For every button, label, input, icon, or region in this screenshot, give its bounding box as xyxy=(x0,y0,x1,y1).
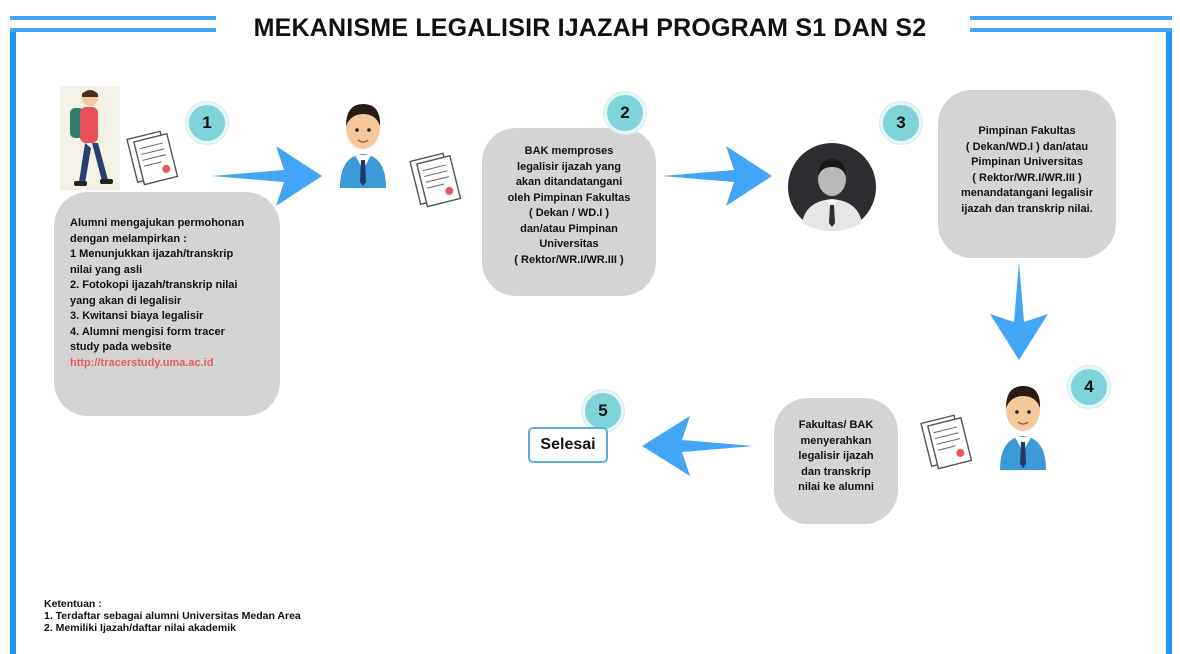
ketentuan-heading: Ketentuan : xyxy=(44,598,102,610)
student-icon xyxy=(60,86,120,190)
header-bar-right-2 xyxy=(970,28,1172,32)
step-2-badge: 2 xyxy=(604,92,646,134)
step-3-line: ( Dekan/WD.I ) dan/atau xyxy=(965,140,1089,153)
step-2-line: legalisir ijazah yang xyxy=(517,160,621,173)
step-1-line: nilai yang asli xyxy=(70,263,143,276)
step-3-badge: 3 xyxy=(880,102,922,144)
step-1-line: dengan melampirkan : xyxy=(70,232,187,245)
step-3-line: ijazah dan transkrip nilai. xyxy=(961,202,1093,215)
step-1-line: 1 Menunjukkan ijazah/transkrip xyxy=(70,248,234,260)
frame-right-border xyxy=(1166,28,1172,654)
ketentuan-block: Ketentuan : 1. Terdaftar sebagai alumni … xyxy=(44,598,301,634)
step-2-line: ( Rektor/WR.I/WR.III ) xyxy=(514,253,624,266)
step-3-line: ( Rektor/WR.I/WR.III ) xyxy=(972,171,1082,184)
step-2-line: dan/atau Pimpinan xyxy=(520,222,618,235)
step-4-line: Fakultas/ BAK xyxy=(798,419,874,431)
header-bar-left-2 xyxy=(10,28,216,32)
step-4-line: dan transkrip xyxy=(801,465,871,478)
selesai-box: Selesai xyxy=(528,427,608,463)
step-1-line: study pada website xyxy=(70,341,172,353)
step-2-line: Universitas xyxy=(539,238,599,250)
frame-left-border xyxy=(10,28,16,654)
leader-icon xyxy=(788,143,876,231)
document-icon xyxy=(126,130,179,186)
step-1-line: 2. Fotokopi ijazah/transkrip nilai xyxy=(70,279,238,291)
header-bar-right-1 xyxy=(970,16,1172,20)
document-icon xyxy=(920,414,973,470)
arrow-down xyxy=(990,262,1048,360)
step-3-line: Pimpinan Universitas xyxy=(971,156,1083,168)
step-4-line: nilai ke alumni xyxy=(798,481,874,493)
step-1-line: 3. Kwitansi biaya legalisir xyxy=(70,310,204,322)
step-3-line: Pimpinan Fakultas xyxy=(978,125,1076,137)
step-2-line: oleh Pimpinan Fakultas xyxy=(507,191,631,204)
step-2-line: ( Dekan / WD.I ) xyxy=(528,207,610,219)
step-3-bubble: Pimpinan Fakultas ( Dekan/WD.I ) dan/ata… xyxy=(938,90,1116,258)
step-1-text: Alumni mengajukan permohonan dengan mela… xyxy=(70,216,280,371)
ketentuan-item: 1. Terdaftar sebagai alumni Universitas … xyxy=(44,610,301,622)
arrow-left xyxy=(642,416,754,476)
step-5-badge: 5 xyxy=(582,390,624,432)
step-4-bubble: Fakultas/ BAK menyerahkan legalisir ijaz… xyxy=(774,398,898,524)
tracer-study-link[interactable]: http://tracerstudy.uma.ac.id xyxy=(70,356,214,369)
step-1-badge: 1 xyxy=(186,102,228,144)
ketentuan-item: 2. Memiliki Ijazah/daftar nilai akademik xyxy=(44,622,236,634)
step-4-badge: 4 xyxy=(1068,366,1110,408)
step-4-line: menyerahkan xyxy=(800,434,872,447)
document-icon xyxy=(409,152,462,208)
step-4-line: legalisir ijazah xyxy=(798,450,874,462)
arrow-right-1 xyxy=(212,146,322,206)
page-title: MEKANISME LEGALISIR IJAZAH PROGRAM S1 DA… xyxy=(253,14,927,42)
staff-icon xyxy=(1000,386,1046,470)
step-1-line: Alumni mengajukan permohonan xyxy=(70,217,245,229)
step-2-line: akan ditandatangani xyxy=(515,176,623,188)
header-bar-left-1 xyxy=(10,16,216,20)
step-1-bubble: Alumni mengajukan permohonan dengan mela… xyxy=(54,192,280,416)
arrow-right-2 xyxy=(662,146,772,206)
step-3-line: menandatangani legalisir xyxy=(960,187,1094,199)
step-1-line: 4. Alumni mengisi form tracer xyxy=(70,325,225,338)
step-2-line: BAK memproses xyxy=(524,145,614,157)
step-1-line: yang akan di legalisir xyxy=(70,294,182,307)
staff-icon xyxy=(340,104,386,188)
step-2-bubble: BAK memproses legalisir ijazah yang akan… xyxy=(482,128,656,296)
